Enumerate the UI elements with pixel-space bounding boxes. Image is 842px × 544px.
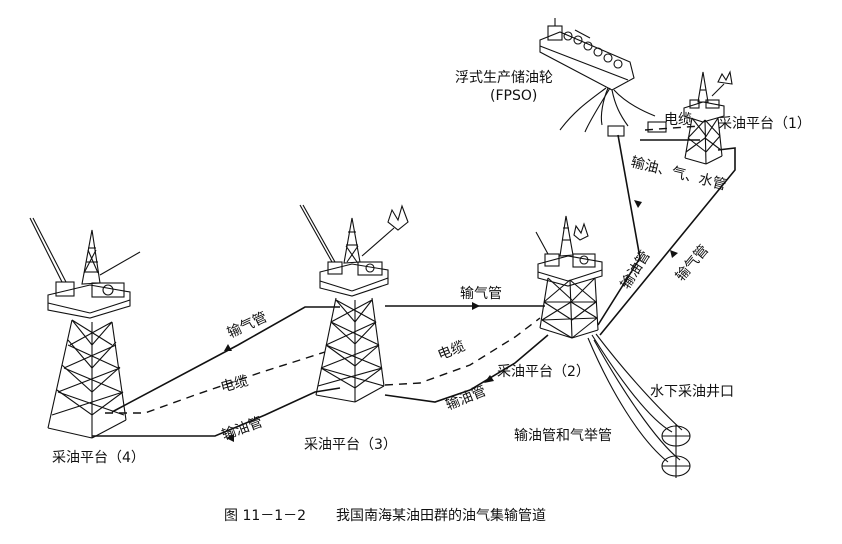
arrow-oil-left — [226, 434, 234, 442]
platform-1 — [683, 70, 733, 165]
label-wellhead: 水下采油井口 — [650, 384, 734, 400]
label-fpso-cn: 浮式生产储油轮 — [455, 70, 553, 86]
label-oil-pipe-left: 输油管 — [220, 414, 265, 443]
oil-pipe-3-2 — [384, 334, 549, 403]
gas-pipe-2-1 — [599, 147, 736, 336]
platform-2 — [535, 215, 603, 339]
label-gas-pipe-right: 输气管 — [673, 242, 712, 284]
label-platform-4: 采油平台（4） — [52, 450, 145, 466]
fpso-ship — [539, 18, 667, 137]
arrow-gas-left — [224, 344, 232, 351]
label-platform-2: 采油平台（2） — [497, 364, 590, 380]
platform-3 — [299, 204, 409, 403]
gas-pipe-4-3 — [111, 306, 340, 413]
label-cable-left: 电缆 — [219, 373, 250, 396]
label-gas-pipe-mid: 输气管 — [460, 286, 502, 302]
label-oil-gaslift: 输油管和气举管 — [514, 428, 612, 444]
label-fpso-en: (FPSO) — [490, 88, 537, 104]
label-gas-pipe-left: 输气管 — [225, 309, 270, 341]
flow-arrows — [224, 200, 678, 442]
arrow-gas-mid — [472, 302, 480, 310]
label-platform-3: 采油平台（3） — [304, 437, 397, 453]
label-cable-top: 电缆 — [664, 112, 692, 128]
figure-caption: 图 11－1－2 我国南海某油田群的油气集输管道 — [224, 507, 546, 524]
subsea-wellheads — [587, 333, 691, 478]
caption-figure-number: 图 11－1－2 — [224, 508, 306, 524]
arrow-oil-right — [634, 200, 642, 208]
cable-4-3 — [105, 351, 326, 414]
cable-3-2 — [384, 317, 541, 386]
label-cable-mid: 电缆 — [436, 338, 468, 363]
arrow-gas-right — [670, 250, 678, 258]
platform-4 — [29, 217, 141, 439]
label-oil-pipe-right: 输油管 — [618, 248, 654, 292]
pipelines — [92, 125, 736, 437]
label-oil-pipe-mid: 输油管 — [444, 383, 489, 414]
oil-pipe-4-3 — [92, 387, 341, 437]
caption-title: 我国南海某油田群的油气集输管道 — [336, 507, 546, 524]
label-platform-1: 采油平台（1） — [718, 116, 811, 132]
oil-pipe-2-fpso — [597, 134, 641, 326]
arrow-oil-mid — [484, 375, 494, 383]
labels: 浮式生产储油轮 (FPSO) 电缆 采油平台（1） 输油、气、水管 输油管 输气… — [52, 70, 811, 466]
